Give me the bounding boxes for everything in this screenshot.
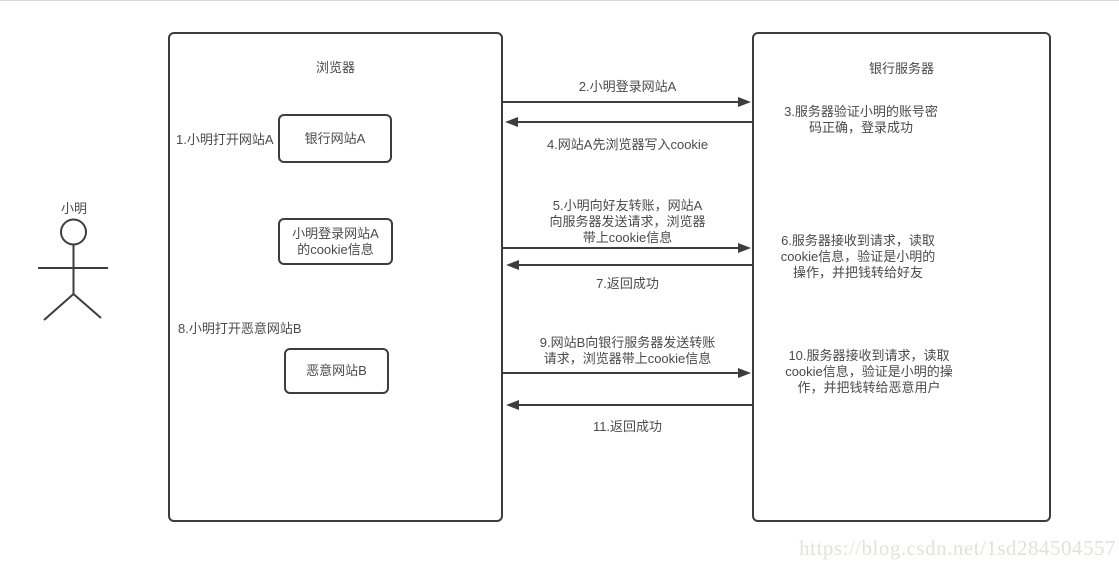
- message-step7: 7.返回成功: [596, 276, 659, 291]
- arrow-step11-head: [506, 400, 519, 410]
- site-a-node: 银行网站A: [278, 114, 392, 163]
- message-step5: 5.小明向好友转账，网站A 向服务器发送请求，浏览器 带上cookie信息: [549, 198, 706, 245]
- cookie-node: 小明登录网站A 的cookie信息: [278, 218, 393, 265]
- browser-title: 浏览器: [315, 60, 355, 75]
- actor-head: [60, 218, 87, 246]
- server-box: [752, 32, 1051, 522]
- arrow-step7-head: [506, 260, 519, 270]
- actor-label: 小明: [60, 201, 87, 216]
- arrow-step2-head: [738, 97, 751, 107]
- actor-leg-right: [72, 293, 102, 319]
- server-step3-text: 3.服务器验证小明的账号密 码正确，登录成功: [784, 104, 938, 135]
- message-step4: 4.网站A先浏览器写入cookie: [546, 137, 709, 152]
- message-step11: 11.返回成功: [592, 419, 663, 434]
- server-step10-text: 10.服务器接收到请求，读取 cookie信息，验证是小明的操 作，并把钱转给恶…: [785, 348, 953, 395]
- site-b-node: 恶意网站B: [284, 348, 389, 394]
- message-step9: 9.网站B向银行服务器发送转账 请求，浏览器带上cookie信息: [539, 335, 716, 366]
- actor-leg-left: [43, 293, 75, 321]
- server-step6-text: 6.服务器接收到请求，读取 cookie信息，验证是小明的 操作，并把钱转给好友: [780, 233, 936, 280]
- arrow-step4-head: [505, 117, 518, 127]
- step1-label: 1.小明打开网站A: [176, 132, 274, 147]
- arrow-step5-head: [738, 243, 751, 253]
- arrow-step9-head: [738, 368, 751, 378]
- server-title: 银行服务器: [868, 61, 934, 76]
- message-step2: 2.小明登录网站A: [578, 79, 677, 94]
- watermark-url: https://blog.csdn.net/1sd284504557: [799, 536, 1116, 560]
- step8-label: 8.小明打开恶意网站B: [178, 321, 302, 336]
- browser-box: [168, 32, 503, 522]
